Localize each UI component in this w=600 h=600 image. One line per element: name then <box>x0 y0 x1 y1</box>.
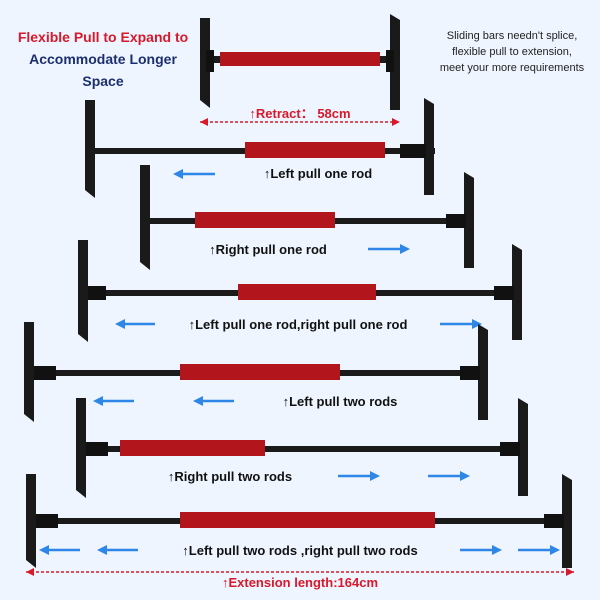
right-arrow-icon <box>338 471 380 481</box>
rod-row-4 <box>24 322 488 422</box>
row-3-label: ↑Left pull one rod,right pull one rod <box>189 317 408 332</box>
left-t-bar <box>200 18 210 108</box>
right-arrow-icon <box>518 545 560 555</box>
feature-note: Sliding bars needn't splice, flexible pu… <box>424 28 600 76</box>
right-arrow-icon <box>428 471 470 481</box>
row-4-label: ↑Left pull two rods <box>283 394 398 409</box>
rod-row-6 <box>26 474 572 568</box>
extension-label: ↑Extension length:164cm <box>222 575 378 590</box>
row-6-label: ↑Left pull two rods ,right pull two rods <box>182 543 417 558</box>
right-arrow-icon <box>440 319 482 329</box>
rod-retracted <box>200 14 400 110</box>
retract-label: ↑Retract： 58cm <box>249 106 350 121</box>
feature-note-line-1: Sliding bars needn't splice, <box>446 30 578 42</box>
left-arrow-icon <box>97 545 138 555</box>
rod-row-3 <box>78 240 522 342</box>
rod-row-1 <box>85 98 435 198</box>
headline-line-1: Flexible Pull to Expand to <box>17 29 189 45</box>
headline: Flexible Pull to Expand to Accommodate L… <box>8 26 198 92</box>
row-5-label: ↑Right pull two rods <box>168 469 292 484</box>
left-arrow-icon <box>193 396 234 406</box>
rod-row-2 <box>140 165 474 270</box>
right-t-bar <box>390 14 400 110</box>
feature-note-line-2: flexible pull to extension, <box>452 46 572 58</box>
row-1-label: ↑Left pull one rod <box>264 166 372 181</box>
left-arrow-icon <box>173 169 215 179</box>
right-arrow-icon <box>460 545 502 555</box>
left-arrow-icon <box>93 396 134 406</box>
left-arrow-icon <box>39 545 80 555</box>
right-arrow-icon <box>368 244 410 254</box>
row-2-label: ↑Right pull one rod <box>209 242 327 257</box>
left-arrow-icon <box>115 319 155 329</box>
feature-note-line-3: meet your more requirements <box>439 62 585 74</box>
rod-row-5 <box>76 398 528 498</box>
headline-line-2: Accommodate Longer Space <box>29 51 177 89</box>
red-sleeve <box>220 52 380 66</box>
